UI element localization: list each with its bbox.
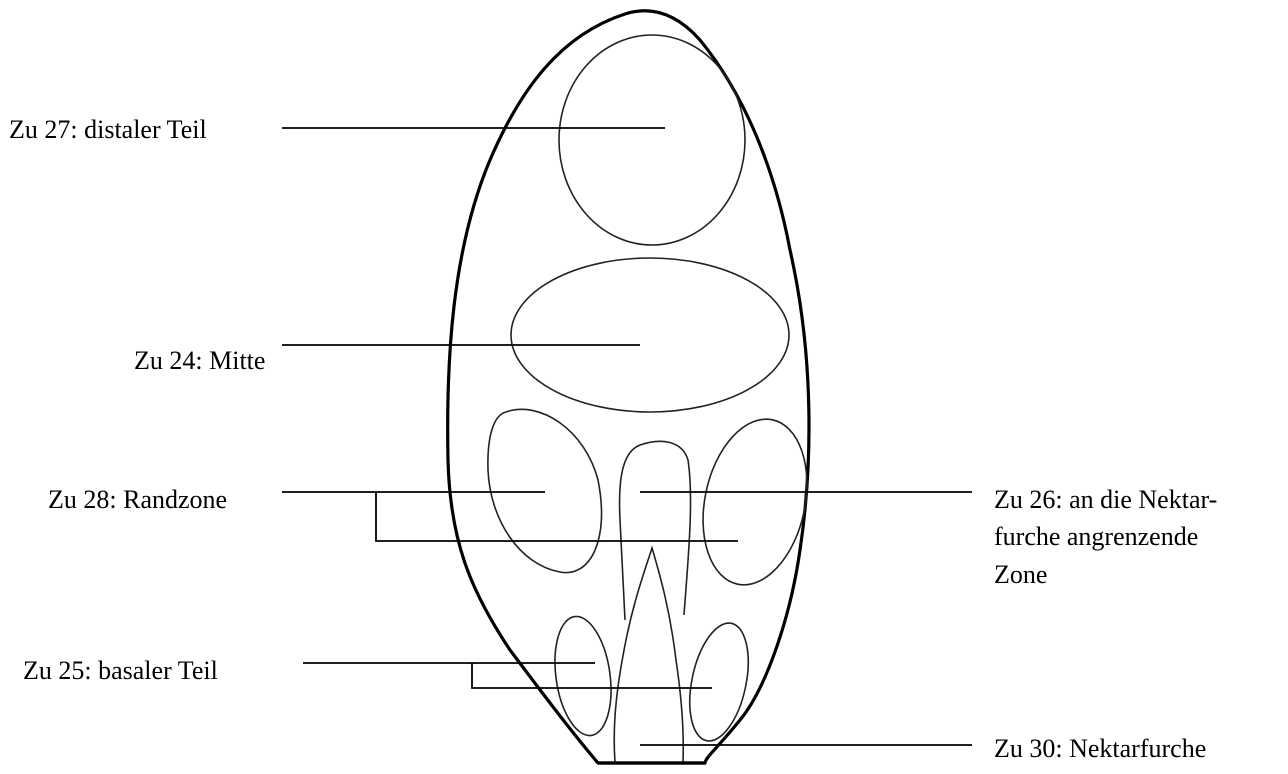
label-nektar-zone-line1: Zu 26: an die Nektar- bbox=[994, 483, 1217, 516]
label-mitte: Zu 24: Mitte bbox=[134, 344, 265, 377]
label-nektar-zone-line3: Zone bbox=[994, 558, 1047, 591]
nectar-furrow bbox=[614, 548, 683, 762]
label-randzone: Zu 28: Randzone bbox=[48, 483, 227, 516]
distal-zone bbox=[559, 35, 745, 245]
middle-zone bbox=[511, 258, 789, 412]
left-margin-zone bbox=[488, 409, 602, 572]
nectar-adjacent-zone bbox=[620, 441, 691, 620]
petal-outline bbox=[448, 11, 809, 763]
leader-randzone-branch bbox=[376, 492, 738, 541]
right-margin-zone bbox=[689, 409, 822, 594]
label-basal: Zu 25: basaler Teil bbox=[23, 654, 218, 687]
basal-right-zone bbox=[680, 618, 758, 747]
basal-left-zone bbox=[548, 613, 618, 739]
label-nektarfurche: Zu 30: Nektarfurche bbox=[994, 732, 1206, 765]
label-distal: Zu 27: distaler Teil bbox=[9, 113, 207, 146]
label-nektar-zone-line2: furche angrenzende bbox=[994, 520, 1198, 553]
leader-basal-branch bbox=[472, 663, 712, 688]
